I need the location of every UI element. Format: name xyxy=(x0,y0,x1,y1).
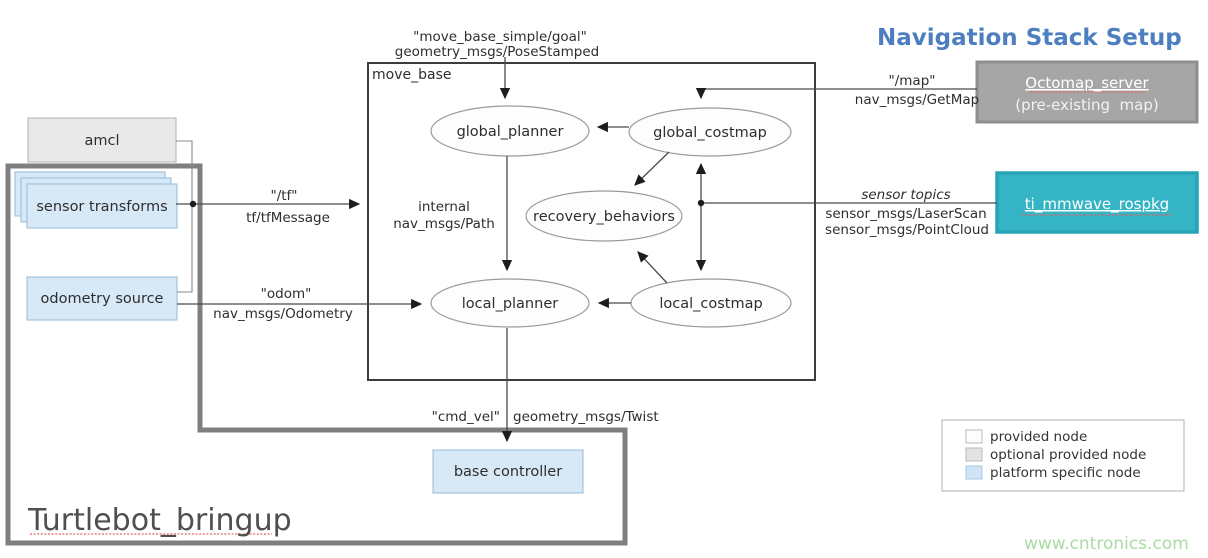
node-odometry-source-label: odometry source xyxy=(41,291,164,307)
junction-dot-tf xyxy=(189,200,197,208)
legend-label-provided: provided node xyxy=(990,429,1087,445)
edge-map-type-label: nav_msgs/GetMap xyxy=(855,92,979,108)
node-global-planner-label: global_planner xyxy=(457,124,564,140)
legend-label-platform: platform specific node xyxy=(990,465,1141,481)
node-sensor-transforms-label: sensor transforms xyxy=(36,199,167,215)
node-base-controller-box xyxy=(432,449,584,494)
edge-internal-type-label: nav_msgs/Path xyxy=(393,216,495,232)
node-global-costmap-ellipse xyxy=(628,107,792,157)
edge-globalcostmap-to-recovery xyxy=(634,151,670,186)
node-octomap-server-label: Octomap_server xyxy=(1025,74,1149,93)
page-title: Navigation Stack Setup xyxy=(877,25,1182,51)
legend-swatch-optional xyxy=(965,447,983,462)
legend-swatch-provided xyxy=(965,429,983,444)
move-base-frame-label: move_base xyxy=(372,67,451,83)
edge-goal-topic-label: "move_base_simple/goal" xyxy=(413,29,587,45)
edge-amcl-connector xyxy=(176,140,193,293)
turtlebot-bringup-label: Turtlebot_bringup xyxy=(27,503,292,538)
edge-internal-label: internal xyxy=(418,199,470,215)
legend-swatch-platform xyxy=(965,465,983,480)
node-amcl-label: amcl xyxy=(84,133,119,149)
edge-tf-type-label: tf/tfMessage xyxy=(246,210,330,226)
edge-sensor-topics-label: sensor topics xyxy=(861,187,950,203)
node-recovery-behaviors-label: recovery_behaviors xyxy=(533,209,675,225)
node-local-costmap-label: local_costmap xyxy=(659,296,762,312)
node-ti-mmwave-label: ti_mmwave_rospkg xyxy=(1025,195,1169,214)
node-octomap-server-sublabel: (pre-existing map) xyxy=(1015,96,1158,114)
junction-dot-sensor xyxy=(697,199,705,207)
node-base-controller-label: base controller xyxy=(454,464,562,480)
node-odometry-source-box xyxy=(26,276,178,321)
edge-map-topic-label: "/map" xyxy=(889,73,936,89)
node-local-planner-label: local_planner xyxy=(462,296,558,312)
edge-goal-type-label: geometry_msgs/PoseStamped xyxy=(395,44,600,60)
edge-odom-topic-label: "odom" xyxy=(261,286,312,302)
edge-cmdvel-topic-label: "cmd_vel" xyxy=(432,409,500,425)
edge-map-arrow xyxy=(695,88,977,100)
node-global-planner-ellipse xyxy=(430,105,590,157)
edge-sensor-type1-label: sensor_msgs/LaserScan xyxy=(825,206,986,222)
node-sensor-transforms-box xyxy=(26,183,178,229)
edge-tf-topic-label: "/tf" xyxy=(270,188,297,204)
node-global-costmap-label: global_costmap xyxy=(653,125,767,141)
edge-localcostmap-to-recovery xyxy=(637,251,668,284)
node-local-planner-ellipse xyxy=(430,278,590,328)
node-recovery-behaviors-ellipse xyxy=(525,190,683,242)
node-amcl-box xyxy=(27,117,177,163)
legend-label-optional: optional provided node xyxy=(990,447,1146,463)
edge-odom-type-label: nav_msgs/Odometry xyxy=(213,306,353,322)
edge-cmdvel-type-label: geometry_msgs/Twist xyxy=(513,409,659,425)
turtlebot-bringup-frame xyxy=(5,163,628,546)
watermark: www.cntronics.com xyxy=(1024,534,1189,554)
node-octomap-server-box xyxy=(975,60,1199,124)
edge-sensor-type2-label: sensor_msgs/PointCloud xyxy=(825,222,989,238)
